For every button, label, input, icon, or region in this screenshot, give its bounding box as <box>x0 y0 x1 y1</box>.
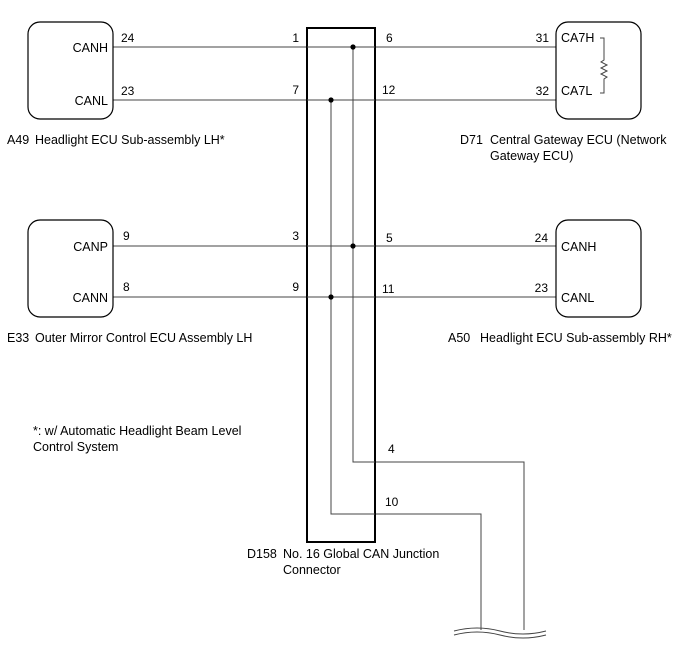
junction-connector-body <box>306 27 376 543</box>
junction-name-line1: No. 16 Global CAN Junction <box>283 547 439 561</box>
ecu-d71-name-line2: Gateway ECU) <box>490 149 573 163</box>
pin-number: 8 <box>123 280 130 294</box>
ecu-a49-code: A49 <box>7 133 29 147</box>
ecu-a49-name: Headlight ECU Sub-assembly LH* <box>35 133 225 147</box>
pin-number: 7 <box>292 83 299 97</box>
ecu-a49-box <box>27 21 114 120</box>
pin-number: 10 <box>385 495 399 509</box>
splice-dot <box>350 44 356 50</box>
ecu-e33-name: Outer Mirror Control ECU Assembly LH <box>35 331 252 345</box>
ecu-d71-name-line1: Central Gateway ECU (Network <box>490 133 667 147</box>
ecu-d71-code: D71 <box>460 133 483 147</box>
terminal-label-canh: CANH <box>73 41 108 55</box>
terminal-label-canl: CANL <box>75 94 108 108</box>
wire-pin10-out <box>375 513 482 630</box>
splice-dot <box>328 294 334 300</box>
terminal-label-canl: CANL <box>561 291 594 305</box>
pin-number: 12 <box>382 83 396 97</box>
termination-resistor-icon <box>599 37 609 94</box>
ecu-a50-code: A50 <box>448 331 470 345</box>
ecu-d71-box <box>555 21 642 120</box>
pin-number: 9 <box>123 229 130 243</box>
pin-number: 1 <box>292 31 299 45</box>
splice-dot <box>328 97 334 103</box>
junction-connector <box>306 27 376 543</box>
ecu-a50-box <box>555 219 642 318</box>
junction-name-line2: Connector <box>283 563 341 577</box>
pin-number: 24 <box>121 31 135 45</box>
pin-number: 11 <box>382 282 395 296</box>
footnote-line1: *: w/ Automatic Headlight Beam Level <box>33 424 241 438</box>
pin-number: 5 <box>386 231 393 245</box>
pin-number: 24 <box>535 231 549 245</box>
ecu-a50-name: Headlight ECU Sub-assembly RH* <box>480 331 672 345</box>
terminal-label-canp: CANP <box>73 240 108 254</box>
wire-break-icon <box>453 627 547 639</box>
footnote-line2: Control System <box>33 440 118 454</box>
wire-pin4-out <box>375 461 525 630</box>
bus-high-internal <box>307 46 375 463</box>
pin-number: 6 <box>386 31 393 45</box>
ecu-e33-code: E33 <box>7 331 29 345</box>
pin-number: 23 <box>121 84 135 98</box>
pin-number: 9 <box>292 280 299 294</box>
ecu-e33-box <box>27 219 114 318</box>
pin-number: 3 <box>292 229 299 243</box>
bus-low-internal <box>307 99 375 515</box>
pin-number: 23 <box>535 281 549 295</box>
terminal-label-ca7h: CA7H <box>561 31 594 45</box>
terminal-label-cann: CANN <box>73 291 108 305</box>
pin-number: 4 <box>388 442 395 456</box>
terminal-label-ca7l: CA7L <box>561 84 592 98</box>
junction-code: D158 <box>247 547 277 561</box>
terminal-label-canh: CANH <box>561 240 596 254</box>
pin-number: 32 <box>536 84 550 98</box>
splice-dot <box>350 243 356 249</box>
wires <box>113 46 556 630</box>
pin-number: 31 <box>536 31 550 45</box>
